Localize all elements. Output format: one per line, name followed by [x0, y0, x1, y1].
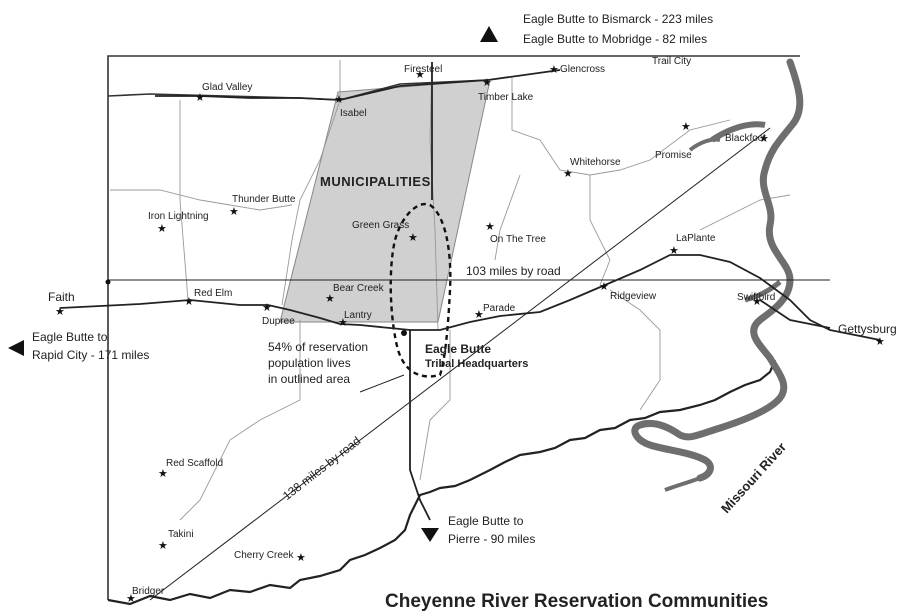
highways — [59, 62, 881, 521]
star-red-elm: ★ — [184, 296, 194, 308]
municipalities-label: MUNICIPALITIES — [320, 174, 431, 189]
label-trail-city: Trail City — [652, 56, 692, 67]
star-timber-lake: ★ — [482, 77, 492, 89]
distance-lines — [108, 127, 830, 601]
label-faith: Faith — [48, 290, 75, 304]
east-road-distance: 103 miles by road — [466, 264, 561, 278]
star-thunder-butte: ★ — [229, 206, 239, 218]
star-parade: ★ — [474, 309, 484, 321]
municipalities-region — [279, 79, 491, 323]
star-whitehorse: ★ — [563, 168, 573, 180]
rapid-city-distance-line1: Eagle Butte to — [32, 330, 108, 344]
label-glad-valley: Glad Valley — [202, 82, 253, 93]
missouri-river — [631, 58, 804, 492]
bismarck-distance: Eagle Butte to Bismarck - 223 miles — [523, 12, 714, 26]
label-bear-creek: Bear Creek — [333, 283, 384, 294]
label-bridger: Bridger — [132, 586, 165, 597]
label-lantry: Lantry — [344, 310, 372, 321]
star-cherry-creek: ★ — [296, 552, 306, 564]
outlined-core-area — [389, 202, 452, 378]
label-parade: Parade — [483, 303, 516, 314]
label-gettysburg: Gettysburg — [838, 322, 897, 336]
star-ridgeview: ★ — [599, 281, 609, 293]
label-green-grass: Green Grass — [352, 220, 410, 231]
star-blackfoot: ★ — [759, 133, 769, 145]
road-junction-marker — [105, 279, 111, 285]
star-glencross: ★ — [549, 64, 559, 76]
rapid-city-distance-line2: Rapid City - 171 miles — [32, 348, 150, 362]
label-timber-lake: Timber Lake — [478, 92, 534, 103]
label-dupree: Dupree — [262, 316, 295, 327]
eagle-butte-marker — [401, 330, 407, 336]
direction-arrows — [8, 26, 498, 542]
label-blackfoot: Blackfoot — [725, 133, 767, 144]
label-laplante: LaPlante — [676, 233, 716, 244]
label-red-elm: Red Elm — [194, 288, 233, 299]
population-note-line2: population lives — [268, 356, 351, 370]
label-swiftbird: Swiftbird — [737, 292, 776, 303]
star-isabel: ★ — [334, 94, 344, 106]
star-green-grass: ★ — [408, 232, 418, 244]
north-arrow-icon — [480, 26, 498, 42]
label-isabel: Isabel — [340, 108, 367, 119]
west-arrow-icon — [8, 340, 24, 356]
star-firesteel: ★ — [415, 69, 425, 81]
star-gettysburg: ★ — [875, 336, 885, 348]
cheyenne-river — [107, 359, 777, 606]
star-laplante: ★ — [669, 245, 679, 257]
label-ridgeview: Ridgeview — [610, 291, 657, 302]
star-faith: ★ — [55, 306, 65, 318]
star-dupree: ★ — [262, 302, 272, 314]
star-takini: ★ — [158, 540, 168, 552]
label-on-the-tree: On The Tree — [490, 234, 546, 245]
label-whitehorse: Whitehorse — [570, 157, 621, 168]
headquarters-subtitle: Tribal Headquarters — [425, 358, 529, 370]
pierre-distance-line1: Eagle Butte to — [448, 514, 524, 528]
star-swiftbird: ★ — [752, 296, 762, 308]
population-note-line1: 54% of reservation — [268, 340, 369, 354]
label-thunder-butte: Thunder Butte — [232, 194, 296, 205]
south-arrow-icon — [421, 528, 439, 542]
star-red-scaffold: ★ — [158, 468, 168, 480]
headquarters-name: Eagle Butte — [425, 342, 492, 356]
label-iron-lightning: Iron Lightning — [148, 211, 209, 222]
label-red-scaffold: Red Scaffold — [166, 458, 224, 469]
pierre-distance-line2: Pierre - 90 miles — [448, 532, 536, 546]
label-promise: Promise — [655, 150, 692, 161]
star-iron-lightning: ★ — [157, 223, 167, 235]
mobridge-distance: Eagle Butte to Mobridge - 82 miles — [523, 32, 708, 46]
community-markers: ★ ★ ★ ★ ★ ★ ★ ★ ★ ★ ★ ★ ★ ★ ★ ★ ★ ★ ★ ★ … — [55, 64, 885, 605]
star-lantry: ★ — [338, 317, 348, 329]
star-on-the-tree: ★ — [485, 221, 495, 233]
population-note-line3: in outlined area — [268, 372, 351, 386]
star-bear-creek: ★ — [325, 293, 335, 305]
label-glencross: Glencross — [560, 64, 606, 75]
label-takini: Takini — [168, 529, 194, 540]
map-title: Cheyenne River Reservation Communities — [385, 591, 769, 612]
star-glad-valley: ★ — [195, 92, 205, 104]
star-promise: ★ — [681, 121, 691, 133]
label-cherry-creek: Cherry Creek — [234, 550, 294, 561]
label-firesteel: Firesteel — [404, 64, 443, 75]
star-bridger: ★ — [126, 593, 136, 605]
